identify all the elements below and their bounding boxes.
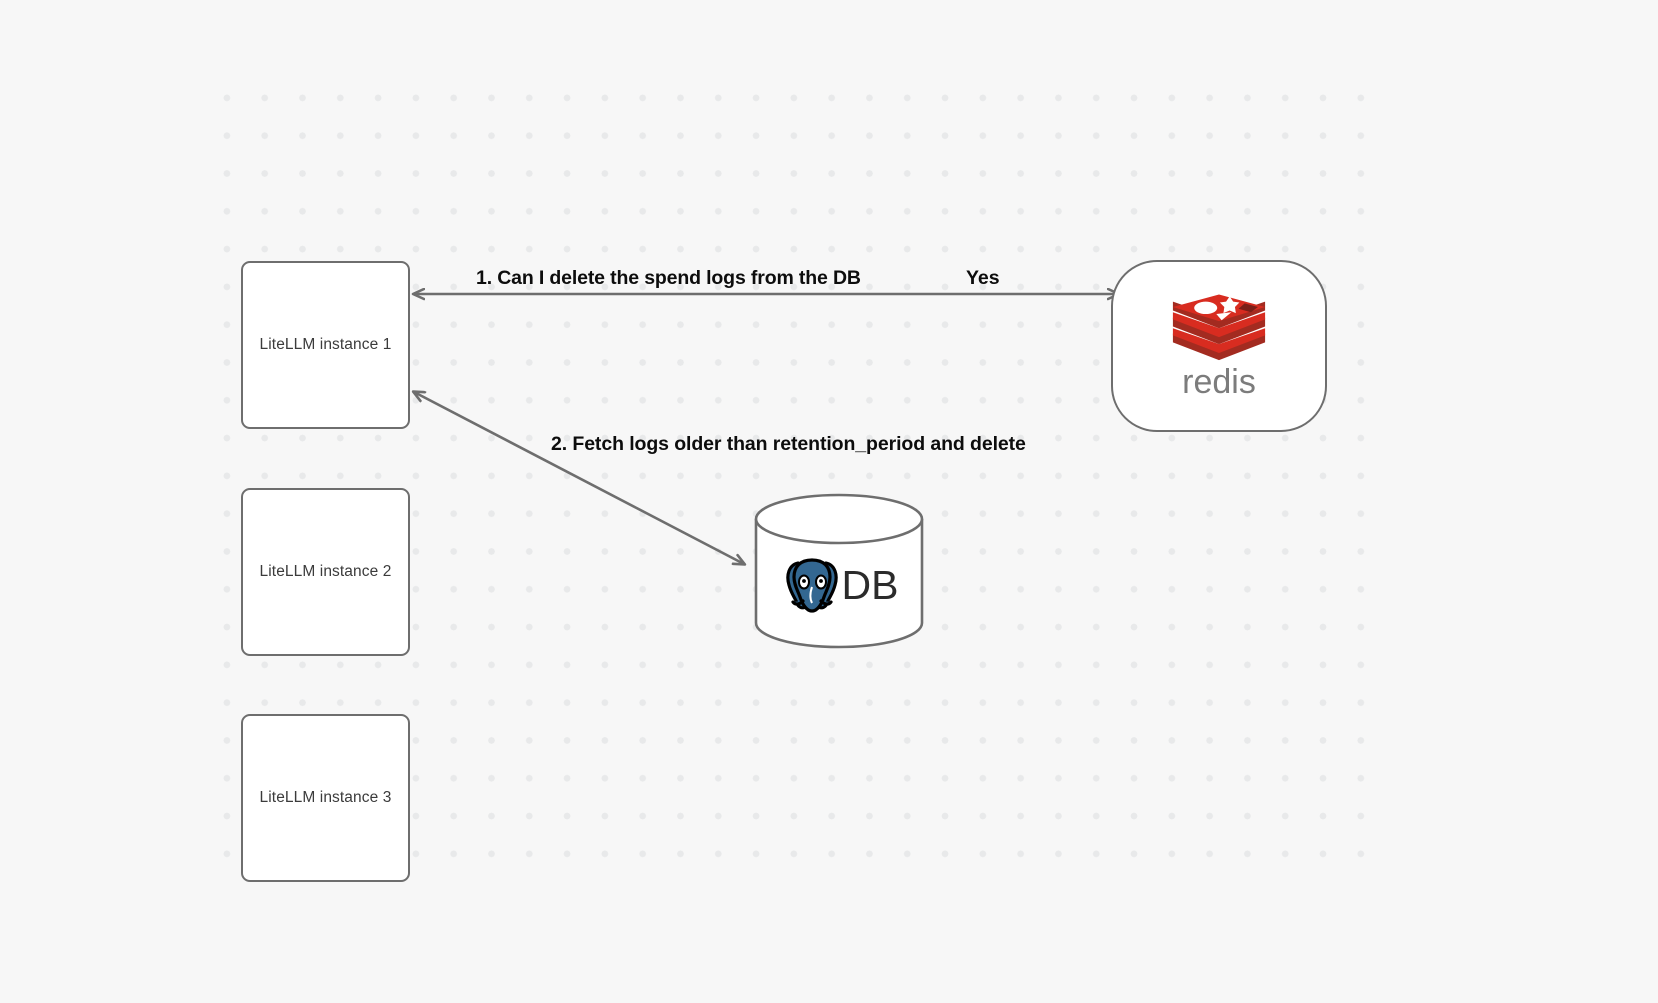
node-label: LiteLLM instance 3 — [259, 789, 392, 806]
redis-wordmark-icon: redis — [1182, 365, 1256, 401]
node-litellm-instance-3[interactable]: LiteLLM instance 3 — [241, 714, 410, 882]
edge-label-redis-answer: Yes — [966, 267, 1000, 289]
node-redis[interactable]: redis — [1111, 260, 1327, 432]
edge-label-redis-question: 1. Can I delete the spend logs from the … — [476, 267, 861, 289]
edge-instance1-db — [414, 392, 744, 564]
db-logo-and-text: DB — [753, 543, 925, 627]
node-label: LiteLLM instance 2 — [259, 563, 392, 580]
node-label: LiteLLM instance 1 — [259, 336, 392, 353]
node-litellm-instance-1[interactable]: LiteLLM instance 1 — [241, 261, 410, 429]
redis-logo-icon — [1172, 294, 1266, 361]
node-database[interactable]: DB — [753, 493, 925, 649]
postgresql-elephant-icon — [785, 558, 838, 613]
cylinder-shape — [754, 493, 924, 649]
db-label: DB — [841, 561, 899, 608]
redis-wordmark-text: redis — [1182, 365, 1256, 401]
edge-label-db-action: 2. Fetch logs older than retention_perio… — [551, 433, 1026, 455]
node-litellm-instance-2[interactable]: LiteLLM instance 2 — [241, 488, 410, 656]
